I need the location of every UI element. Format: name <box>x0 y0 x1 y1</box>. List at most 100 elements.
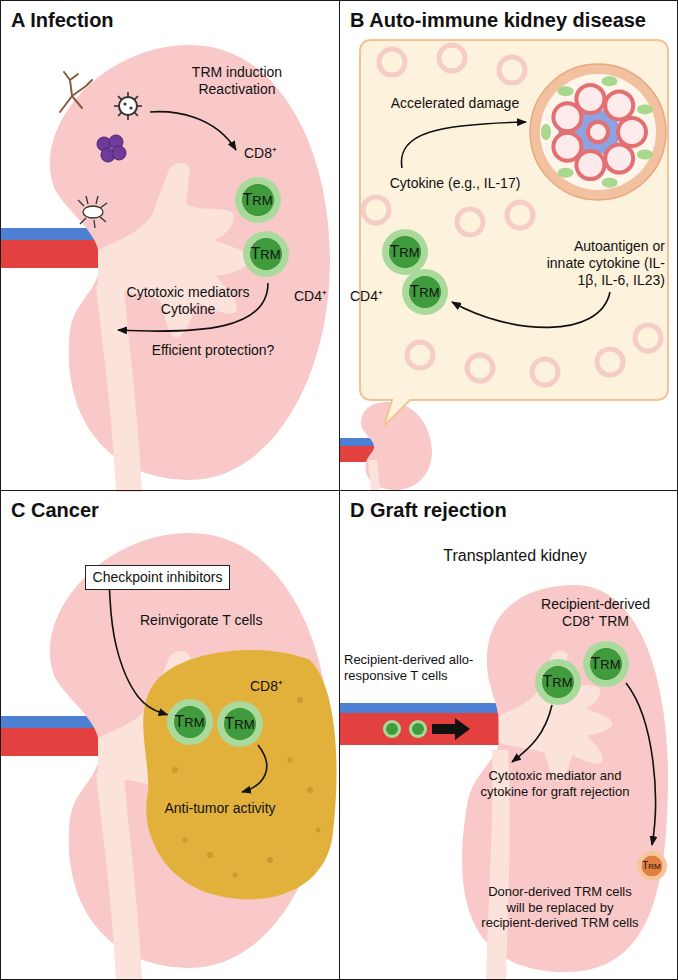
kidney-d <box>339 703 505 713</box>
kidney-a <box>0 45 330 492</box>
parasite-icon <box>83 206 103 218</box>
process-arrow <box>512 705 552 762</box>
panel: Checkpoint inhibitorsTRM TRM C Cancer <box>0 490 340 980</box>
tubule <box>635 325 661 351</box>
circulating-t-cell <box>412 723 424 735</box>
tubule <box>467 355 493 381</box>
glomerulus <box>553 85 646 179</box>
glomerulus <box>541 76 653 187</box>
panel-heading: A Infection <box>11 8 114 32</box>
glomerulus <box>553 133 581 161</box>
kidney-d <box>339 585 668 980</box>
cell-label: Recipient-derived allo-responsive T cell… <box>344 652 484 683</box>
tubule <box>457 209 483 235</box>
donor-trm-cell: TRM <box>637 851 667 881</box>
cell-name: TRM <box>642 861 661 871</box>
connector-arrow <box>110 590 168 715</box>
tumor <box>143 650 336 899</box>
process-arrow <box>118 112 268 332</box>
process-arrow <box>401 122 526 168</box>
process-arrow <box>242 745 267 792</box>
parasite-icon <box>78 196 107 228</box>
tubule <box>363 45 661 385</box>
panel: TRM TRM A Infection <box>0 0 340 491</box>
glomerulus <box>588 122 608 142</box>
tumor <box>307 787 313 793</box>
outcome-label: Efficient protection? <box>128 342 298 359</box>
glomerulus <box>558 86 574 96</box>
trm-cell: TRM <box>402 269 448 315</box>
parasite-icon <box>78 196 107 228</box>
kidney-a <box>0 45 330 492</box>
bacteria-cluster <box>112 146 126 160</box>
glomerulus <box>602 178 618 188</box>
trm-cell: TRM <box>583 641 629 687</box>
circulating-t-cell <box>409 720 427 738</box>
circulating-t-cell <box>383 720 427 738</box>
tubule <box>597 349 623 375</box>
glomerulus <box>637 150 653 160</box>
tumor <box>267 857 273 863</box>
glomerulus <box>541 124 551 140</box>
tumor <box>233 873 238 878</box>
tumor <box>297 697 303 703</box>
tumor <box>183 838 188 843</box>
cell-name: TRM <box>225 716 255 732</box>
cell-marker: CD4⁺ <box>350 288 392 305</box>
glomerulus <box>530 64 666 200</box>
glomerulus <box>530 64 666 200</box>
treatment-box: Checkpoint inhibitors <box>85 565 231 591</box>
tubule <box>532 359 558 385</box>
tumor <box>316 828 321 833</box>
circulating-t-cell <box>383 720 401 738</box>
tubule <box>439 45 465 71</box>
process-arrow <box>626 683 655 845</box>
box-text: Checkpoint inhibitors <box>93 569 223 587</box>
cell-name: TRM <box>175 714 205 730</box>
trm-cell: TRM <box>167 699 213 745</box>
cell-name: TRM <box>591 656 621 672</box>
panel-heading: B Auto-immune kidney disease <box>350 8 646 32</box>
cell-name: TRM <box>390 244 420 260</box>
outcome-label: Donor-derived TRM cells will be replaced… <box>480 884 640 931</box>
tumor <box>172 697 321 878</box>
panel-heading: C Cancer <box>11 498 99 522</box>
tubule <box>379 49 405 75</box>
process-label: Cytotoxic mediator and cytokine for graf… <box>475 768 635 799</box>
glomerulus <box>558 168 574 178</box>
virus-icon <box>129 106 132 109</box>
tubule <box>363 197 389 223</box>
trm-cell: TRM <box>235 177 281 223</box>
small-kidney <box>339 438 375 446</box>
kidney-d <box>339 713 505 745</box>
process-arrow <box>118 283 268 331</box>
outcome-label: Accelerated damage <box>385 95 525 112</box>
trm-cell: TRM <box>217 701 263 747</box>
cell-name: TRM <box>410 284 440 300</box>
tumor <box>172 767 178 773</box>
trm-cell: TRM <box>535 659 581 705</box>
small-kidney <box>361 402 432 490</box>
capillary-icon <box>60 72 92 112</box>
process-arrow <box>150 112 236 150</box>
cell-marker: CD8⁺ <box>244 145 292 162</box>
cell-name: TRM <box>251 246 281 262</box>
process-label: Cytokine (e.g., IL-17) <box>380 175 530 192</box>
glomerulus <box>618 118 646 146</box>
capillary-icon <box>60 72 92 112</box>
trm-cell: TRM <box>243 231 289 277</box>
virus-icon <box>114 92 142 120</box>
cell-name: TRM <box>243 192 273 208</box>
process-label: Cytotoxic mediators Cytokine <box>118 284 258 318</box>
tumor <box>207 852 213 858</box>
virus-icon <box>123 102 126 105</box>
glomerulus <box>576 85 604 113</box>
glomerulus <box>540 74 656 190</box>
glomerulus <box>637 104 653 114</box>
magnified-inset <box>360 40 668 426</box>
glomerulus <box>605 145 633 173</box>
process-label: TRM induction Reactivation <box>178 64 296 98</box>
process-arrow <box>401 122 610 327</box>
panel-heading: D Graft rejection <box>350 498 507 522</box>
tubule <box>407 342 433 368</box>
